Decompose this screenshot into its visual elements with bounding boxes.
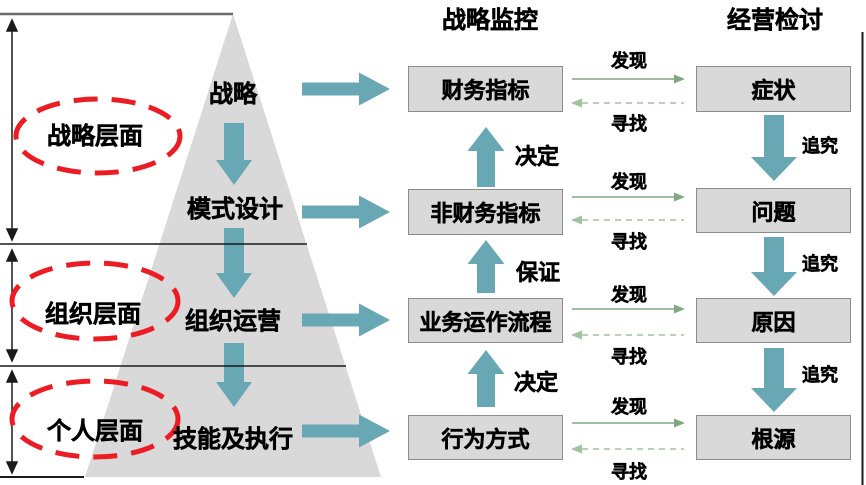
search-label-2: 寻找: [611, 232, 648, 252]
box-problem-label: 问题: [751, 199, 796, 225]
ellipse-org-level: [9, 260, 181, 342]
measure-arrow-strategy: [5, 18, 19, 242]
right-arrow-operation: [302, 303, 390, 337]
pyramid-label-skill: 技能及执行: [173, 426, 294, 453]
pyramid-down-arrow-2: [216, 228, 252, 298]
pyramid-down-arrow-3: [216, 343, 252, 407]
search-label-1: 寻找: [611, 114, 648, 134]
up-arrow-label-3: 决定: [513, 370, 559, 395]
pyramid-label-strategy: 战略: [209, 81, 258, 108]
discover-label-2: 发现: [611, 172, 648, 192]
box-cause: 原因: [696, 298, 851, 343]
box-root-cause-label: 根源: [751, 426, 796, 452]
box-nonfinancial-indicators: 非财务指标: [408, 189, 563, 235]
down-arrow-label-2: 追究: [802, 254, 839, 274]
pyramid-down-arrow-1: [216, 123, 252, 185]
label-strategy-level: 战略层面: [47, 123, 144, 150]
link-arrows-2: [571, 192, 685, 225]
review-column-title: 经营检讨: [727, 7, 824, 34]
discover-label-1: 发现: [611, 51, 648, 71]
box-symptom-label: 症状: [751, 78, 796, 104]
label-personal-level: 个人层面: [47, 418, 144, 445]
down-arrow-3: [751, 348, 797, 412]
label-org-level: 组织层面: [45, 301, 142, 328]
up-arrow-2: [467, 240, 505, 293]
up-arrow-3: [467, 350, 505, 407]
right-arrow-skill: [302, 414, 390, 448]
down-arrow-2: [751, 237, 797, 296]
pyramid-label-design: 模式设计: [187, 196, 284, 223]
up-arrow-label-2: 保证: [515, 260, 561, 285]
link-arrows-3: [571, 304, 685, 340]
link-arrows-4: [571, 418, 685, 454]
up-arrow-1: [467, 127, 505, 187]
link-arrows-1: [571, 74, 685, 108]
box-root-cause: 根源: [696, 415, 851, 460]
box-financial-indicators-label: 财务指标: [441, 78, 530, 104]
ellipse-strategy-level: [13, 96, 183, 176]
search-label-4: 寻找: [611, 462, 648, 482]
box-business-process-label: 业务运作流程: [419, 309, 552, 335]
down-arrow-label-1: 追究: [802, 136, 839, 156]
box-behavior-mode: 行为方式: [408, 415, 563, 460]
box-behavior-mode-label: 行为方式: [441, 426, 530, 452]
ellipse-personal-level: [9, 378, 181, 460]
right-arrow-strategy: [302, 72, 390, 106]
down-arrow-1: [751, 115, 797, 181]
pyramid-label-operation: 组织运营: [185, 308, 282, 335]
box-business-process: 业务运作流程: [408, 298, 563, 343]
box-symptom: 症状: [696, 66, 851, 112]
right-arrow-design: [302, 195, 390, 229]
box-nonfinancial-indicators-label: 非财务指标: [430, 201, 541, 227]
monitor-column-title: 战略监控: [442, 7, 539, 34]
box-financial-indicators: 财务指标: [408, 66, 563, 112]
down-arrow-label-3: 追究: [802, 365, 839, 385]
box-cause-label: 原因: [751, 309, 796, 335]
up-arrow-label-1: 决定: [514, 144, 560, 169]
box-problem: 问题: [696, 188, 851, 233]
discover-label-4: 发现: [611, 397, 648, 417]
search-label-3: 寻找: [611, 347, 648, 367]
discover-label-3: 发现: [611, 285, 648, 305]
